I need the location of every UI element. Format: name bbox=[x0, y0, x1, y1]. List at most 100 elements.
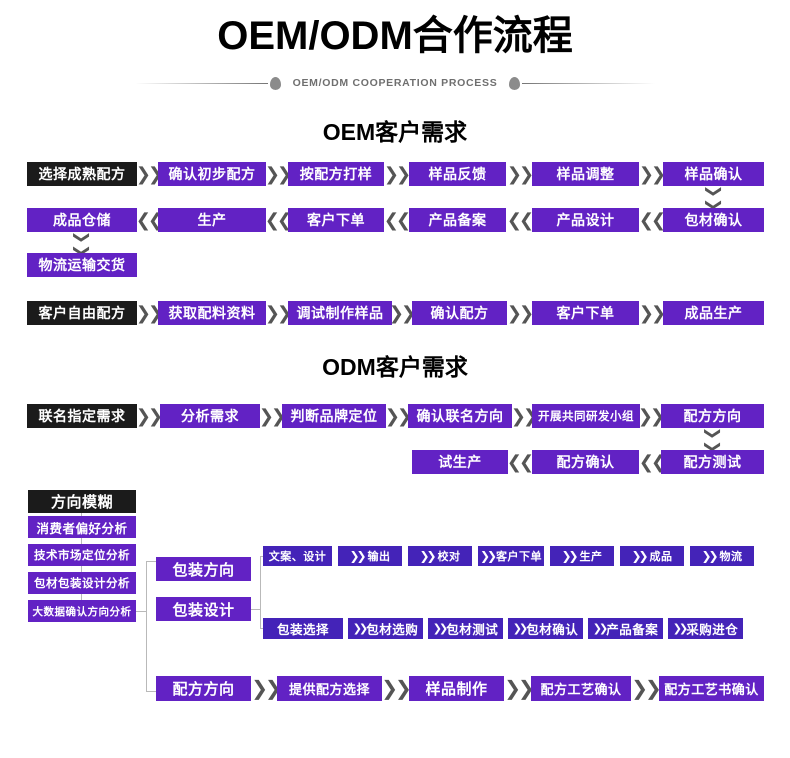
flow-box-pkg-bot-6[interactable]: ❯❯ 采购进仓 bbox=[668, 618, 743, 639]
flow-box-oem-r3-1[interactable]: 物流运输交货 bbox=[27, 253, 137, 277]
flow-box-pkg-top-4[interactable]: ❯❯ 客户下单 bbox=[478, 546, 544, 566]
chevron-right-icon: ❯❯ bbox=[381, 678, 412, 700]
chevron-right-icon: ❯❯ bbox=[631, 678, 662, 700]
flow-box-oem-r2-1[interactable]: 成品仓储 bbox=[27, 208, 137, 232]
flow-box-oem-r4-1[interactable]: 客户自由配方 bbox=[27, 301, 137, 325]
chevron-right-icon: ❯❯ bbox=[504, 678, 535, 700]
flow-box-formula-4[interactable]: 配方工艺确认 bbox=[531, 676, 631, 701]
flow-box-odm-r1-6[interactable]: 配方方向 bbox=[661, 404, 764, 428]
chevron-right-icon: ❯❯ bbox=[631, 549, 648, 563]
flow-box-vague-step-4[interactable]: 大数据确认方向分析 bbox=[28, 600, 136, 622]
flow-box-pkg-bot-5-label: 产品备案 bbox=[606, 623, 659, 637]
flow-box-pkg-top-4-label: 客户下单 bbox=[496, 551, 543, 563]
flow-box-oem-r4-4[interactable]: 确认配方 bbox=[412, 301, 507, 325]
flow-box-odm-r2-3[interactable]: 配方测试 bbox=[661, 450, 764, 474]
flow-box-formula-5[interactable]: 配方工艺书确认 bbox=[659, 676, 764, 701]
flow-box-pkg-top-6[interactable]: ❯❯ 成品 bbox=[620, 546, 684, 566]
flow-box-oem-r4-2[interactable]: 获取配料资料 bbox=[158, 301, 266, 325]
flow-box-pkg-bot-2[interactable]: ❯❯ 包材选购 bbox=[348, 618, 423, 639]
chevron-right-icon: ❯❯ bbox=[251, 678, 282, 700]
chevron-right-icon: ❯❯ bbox=[637, 405, 665, 426]
flow-box-pkg-bot-6-label: 采购进仓 bbox=[686, 623, 739, 637]
flow-box-pkg-bot-4[interactable]: ❯❯ 包材确认 bbox=[508, 618, 583, 639]
flow-box-oem-r1-5[interactable]: 样品调整 bbox=[532, 162, 639, 186]
flow-box-pkg-bot-1[interactable]: 包装选择 bbox=[263, 618, 343, 639]
chevron-left-icon: ❮❮ bbox=[506, 451, 534, 472]
flow-box-formula-direction[interactable]: 配方方向 bbox=[156, 676, 251, 701]
flow-box-pkg-bot-5[interactable]: ❯❯ 产品备案 bbox=[588, 618, 663, 639]
chevron-left-icon: ❮❮ bbox=[135, 209, 163, 230]
subtitle-text: OEM/ODM COOPERATION PROCESS bbox=[292, 77, 498, 89]
flow-box-pkg-bot-4-label: 包材确认 bbox=[526, 623, 579, 637]
chevron-right-icon: ❯❯ bbox=[638, 163, 666, 184]
flow-box-pkg-top-5[interactable]: ❯❯ 生产 bbox=[550, 546, 614, 566]
flow-box-pkg-top-6-label: 成品 bbox=[649, 551, 673, 563]
flow-box-odm-r1-1[interactable]: 联名指定需求 bbox=[27, 404, 137, 428]
flow-box-oem-r1-6[interactable]: 样品确认 bbox=[663, 162, 764, 186]
chevron-right-icon: ❯❯ bbox=[388, 302, 416, 323]
flow-box-formula-2[interactable]: 提供配方选择 bbox=[277, 676, 382, 701]
flow-box-oem-r2-3[interactable]: 客户下单 bbox=[288, 208, 384, 232]
chevron-right-icon: ❯❯ bbox=[258, 405, 286, 426]
flow-box-formula-3[interactable]: 样品制作 bbox=[409, 676, 504, 701]
flow-box-pkg-top-7-label: 物流 bbox=[719, 551, 743, 563]
chevron-right-icon: ❯❯ bbox=[352, 623, 369, 635]
flow-box-oem-r4-5[interactable]: 客户下单 bbox=[532, 301, 639, 325]
flow-box-oem-r1-2[interactable]: 确认初步配方 bbox=[158, 162, 266, 186]
chevron-right-icon: ❯❯ bbox=[384, 405, 412, 426]
flow-box-oem-r2-6[interactable]: 包材确认 bbox=[663, 208, 764, 232]
rule-left bbox=[135, 82, 268, 84]
chevron-left-icon: ❮❮ bbox=[638, 451, 666, 472]
chevron-right-icon: ❯❯ bbox=[638, 302, 666, 323]
chevron-left-icon: ❮❮ bbox=[638, 209, 666, 230]
chevron-right-icon: ❯❯ bbox=[701, 549, 718, 563]
flow-box-pkg-bot-3[interactable]: ❯❯ 包材测试 bbox=[428, 618, 503, 639]
flow-box-odm-r2-2[interactable]: 配方确认 bbox=[532, 450, 639, 474]
chevron-right-icon: ❯❯ bbox=[506, 163, 534, 184]
chevron-right-icon: ❯❯ bbox=[135, 302, 163, 323]
flow-box-oem-r1-3[interactable]: 按配方打样 bbox=[288, 162, 384, 186]
subtitle-decorated-rule: OEM/ODM COOPERATION PROCESS bbox=[135, 70, 655, 96]
flow-box-oem-r2-5[interactable]: 产品设计 bbox=[532, 208, 639, 232]
connector-branch-to-formula bbox=[146, 691, 156, 692]
chevron-right-icon: ❯❯ bbox=[510, 405, 538, 426]
flow-box-pkg-top-2-label: 输出 bbox=[367, 551, 391, 563]
flow-box-pkg-top-2[interactable]: ❯❯ 输出 bbox=[338, 546, 402, 566]
diamond-dot-icon-left bbox=[269, 76, 281, 90]
chevron-right-icon: ❯❯ bbox=[135, 163, 163, 184]
flow-box-vague-step-2[interactable]: 技术市场定位分析 bbox=[28, 544, 136, 566]
flow-box-oem-r4-3[interactable]: 调试制作样品 bbox=[288, 301, 392, 325]
flow-box-package-direction[interactable]: 包装方向 bbox=[156, 557, 251, 581]
flow-box-oem-r4-6[interactable]: 成品生产 bbox=[663, 301, 764, 325]
chevron-right-icon: ❯❯ bbox=[419, 549, 436, 563]
flow-box-odm-r1-4[interactable]: 确认联名方向 bbox=[408, 404, 512, 428]
flow-box-pkg-bot-3-label: 包材测试 bbox=[446, 623, 499, 637]
flow-box-package-design[interactable]: 包装设计 bbox=[156, 597, 251, 621]
rule-right bbox=[522, 82, 655, 84]
flow-box-pkg-top-3[interactable]: ❯❯ 校对 bbox=[408, 546, 472, 566]
flow-box-vague-step-3[interactable]: 包材包装设计分析 bbox=[28, 572, 136, 594]
flow-box-oem-r1-1[interactable]: 选择成熟配方 bbox=[27, 162, 137, 186]
flow-box-vague-step-1[interactable]: 消费者偏好分析 bbox=[28, 516, 136, 538]
chevron-right-icon: ❯❯ bbox=[383, 163, 411, 184]
section-title-oem: OEM客户需求 bbox=[322, 119, 468, 145]
chevron-right-icon: ❯❯ bbox=[432, 623, 449, 635]
flow-box-oem-r2-2[interactable]: 生产 bbox=[158, 208, 266, 232]
chevron-right-icon: ❯❯ bbox=[506, 302, 534, 323]
flow-box-vague-head[interactable]: 方向模糊 bbox=[28, 490, 136, 513]
flow-box-pkg-top-1[interactable]: 文案、设计 bbox=[263, 546, 332, 566]
flow-box-oem-r1-4[interactable]: 样品反馈 bbox=[409, 162, 506, 186]
flow-box-odm-r1-3[interactable]: 判断品牌定位 bbox=[282, 404, 386, 428]
flow-box-pkg-top-7[interactable]: ❯❯ 物流 bbox=[690, 546, 754, 566]
flow-box-pkg-bot-2-label: 包材选购 bbox=[366, 623, 419, 637]
flow-box-oem-r2-4[interactable]: 产品备案 bbox=[409, 208, 506, 232]
connector-vertical-left-stack bbox=[81, 511, 82, 621]
flow-box-pkg-top-3-label: 校对 bbox=[437, 551, 461, 563]
flow-box-odm-r1-2[interactable]: 分析需求 bbox=[160, 404, 260, 428]
chevron-left-icon: ❮❮ bbox=[264, 209, 292, 230]
chevron-right-icon: ❯❯ bbox=[264, 302, 292, 323]
connector-branch-spine bbox=[146, 561, 147, 692]
flow-box-odm-r1-5[interactable]: 开展共同研发小组 bbox=[532, 404, 640, 428]
flow-box-odm-r2-1[interactable]: 试生产 bbox=[412, 450, 508, 474]
